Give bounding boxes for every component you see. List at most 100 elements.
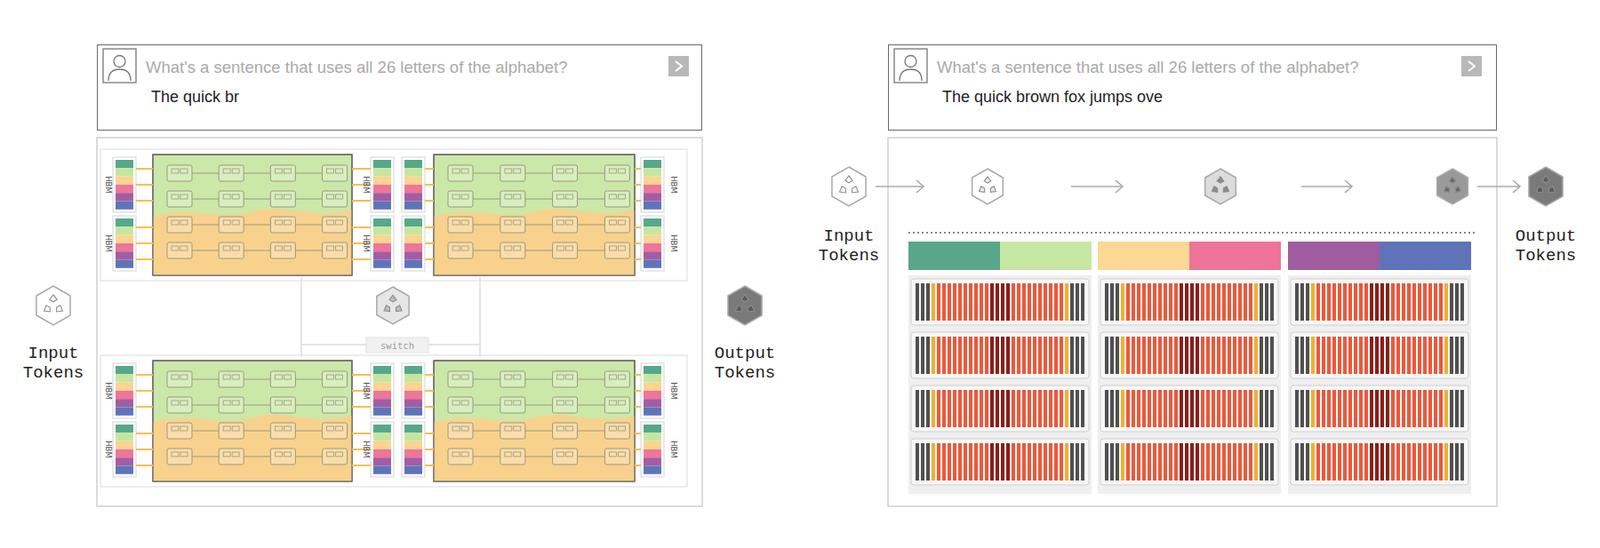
wafer-stripe — [936, 390, 941, 428]
wafer-stripe — [1142, 283, 1146, 321]
token-hexagon — [972, 168, 1004, 205]
core — [500, 448, 526, 465]
token-hexagon — [1205, 168, 1237, 205]
wafer-stripe — [1147, 336, 1152, 375]
chip-top — [152, 360, 352, 482]
wafer-stripe — [1232, 390, 1237, 428]
wafer-stripe — [1259, 283, 1264, 321]
wafer-stripe — [1032, 283, 1037, 321]
wafer-stripe — [1206, 283, 1210, 321]
hbm-layer — [404, 176, 423, 185]
wafer-stripe — [1184, 390, 1189, 428]
core — [552, 397, 578, 414]
core — [322, 216, 348, 233]
core-unit — [557, 194, 565, 200]
core-link — [192, 405, 219, 407]
token-label: Input Tokens — [23, 344, 84, 384]
wafer-stripe — [1316, 443, 1320, 481]
wafer-stripe — [1348, 283, 1352, 321]
wafer-stripe — [1460, 336, 1464, 375]
wafer-stripe — [1327, 283, 1331, 321]
hbm-wire — [634, 374, 641, 376]
core — [322, 242, 348, 259]
core-link — [295, 224, 322, 226]
core-unit — [336, 426, 344, 432]
core-link — [577, 456, 606, 458]
wafer-stripe — [915, 443, 920, 481]
core — [322, 448, 348, 465]
wafer-row — [1100, 439, 1279, 486]
wafer-stripe — [1027, 390, 1032, 428]
wafer-stripe — [1227, 283, 1232, 321]
hbm-layer — [643, 251, 662, 260]
wafer-ground — [1288, 275, 1472, 495]
wafer-stripe — [1380, 443, 1384, 481]
wafer-stripe — [958, 283, 962, 321]
user-body — [899, 69, 922, 81]
core-unit — [513, 220, 521, 225]
wafer-stripe — [1300, 443, 1304, 481]
wafer-stripe — [1264, 283, 1269, 321]
wafer-stripe — [1295, 336, 1299, 375]
core — [604, 191, 630, 208]
token-facet — [736, 305, 743, 312]
token-label-box: Input Tokens — [812, 227, 886, 267]
wafer-stripe — [1401, 390, 1406, 428]
wafer-stripe — [1070, 283, 1074, 321]
wafer-stripe — [1385, 443, 1390, 481]
token-icon — [1528, 167, 1563, 207]
wafer-stripe — [1190, 443, 1194, 481]
core-link — [192, 379, 219, 381]
wafer-stripe — [1227, 390, 1232, 428]
wafer-row — [1100, 385, 1279, 432]
wafer-stripe — [1401, 443, 1406, 481]
wafer-stripe — [1391, 390, 1395, 428]
core-unit — [452, 375, 460, 380]
hbm-stack — [401, 422, 425, 478]
wafer-stripe — [1179, 283, 1184, 321]
wafer-row — [1290, 332, 1469, 379]
wafer-stripe — [1070, 390, 1074, 428]
wafer-stripe — [931, 283, 936, 321]
core-link — [243, 173, 271, 175]
token-icon — [36, 286, 71, 326]
hbm-layer — [373, 243, 392, 252]
wafer-stripe — [1075, 443, 1080, 481]
core-unit — [513, 400, 521, 406]
wafer-stripe — [1032, 390, 1037, 428]
wafer-stripe — [1412, 390, 1416, 428]
hbm-frame — [112, 157, 136, 213]
core-unit — [283, 426, 291, 432]
wafer-row — [1290, 385, 1469, 432]
core — [218, 191, 244, 208]
hbm-label-box: HBM — [361, 382, 371, 400]
panel-frame — [96, 137, 703, 507]
wafer-stripe — [1200, 283, 1205, 321]
wafer-stripe — [1428, 336, 1432, 375]
wafer-stripe — [1120, 283, 1125, 321]
hbm-frame — [640, 216, 664, 272]
core-link — [295, 199, 322, 200]
core — [270, 448, 296, 465]
wafer-stripe — [1300, 390, 1304, 428]
wafer-stripe — [1321, 283, 1326, 321]
wafer-stripe — [1006, 336, 1010, 375]
wafer-stripe — [947, 336, 952, 375]
wafer-stripe — [984, 443, 989, 481]
core — [167, 371, 192, 388]
flow-arrow — [1477, 185, 1520, 188]
flow-arrowhead — [916, 180, 924, 193]
flow-arrowhead — [1115, 180, 1123, 193]
hbm-layer — [404, 160, 423, 168]
core-unit — [557, 426, 565, 432]
wafer-stripe — [1179, 336, 1184, 375]
wafer-stripe — [1348, 443, 1352, 481]
wafer-stripe — [1200, 443, 1205, 481]
wafer-stripe — [1460, 443, 1464, 481]
hbm-stack — [640, 157, 664, 213]
hbm-label-box: HBM — [361, 440, 371, 459]
core-link — [192, 199, 219, 200]
token-facet — [44, 305, 51, 312]
wafer-stripe — [1375, 283, 1379, 321]
wafer-stripe — [1075, 283, 1080, 321]
